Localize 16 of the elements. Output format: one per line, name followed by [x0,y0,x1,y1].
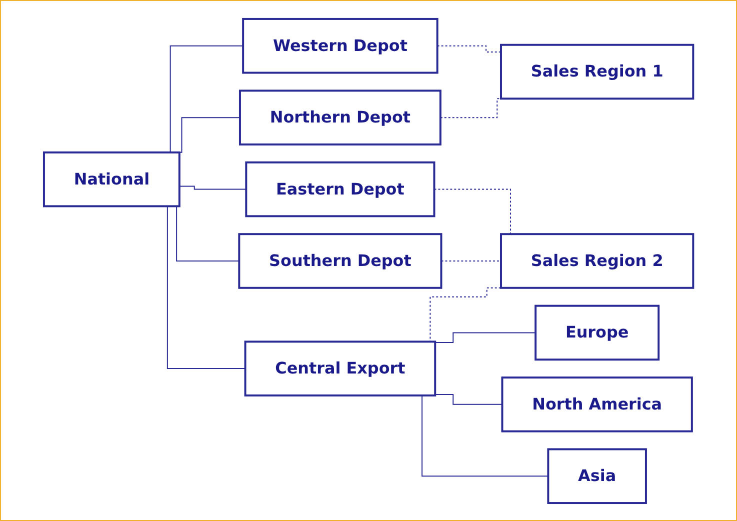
node-box: National [42,150,180,207]
node-box: Western Depot [242,17,438,74]
node-box: Northern Depot [238,89,442,145]
connector [434,394,503,404]
node-box: Southern Depot [238,232,442,288]
node-box: Europe [534,304,660,360]
connector [436,44,502,52]
connector [178,185,247,190]
node-box: Sales Region 2 [500,232,694,288]
node-box: North America [501,376,693,432]
node-box: Eastern Depot [245,160,436,217]
node-box: Sales Region 1 [500,43,694,100]
connector [434,332,536,343]
node-box: Asia [547,448,647,504]
node-box: Central Export [244,340,436,396]
connector [440,260,502,261]
